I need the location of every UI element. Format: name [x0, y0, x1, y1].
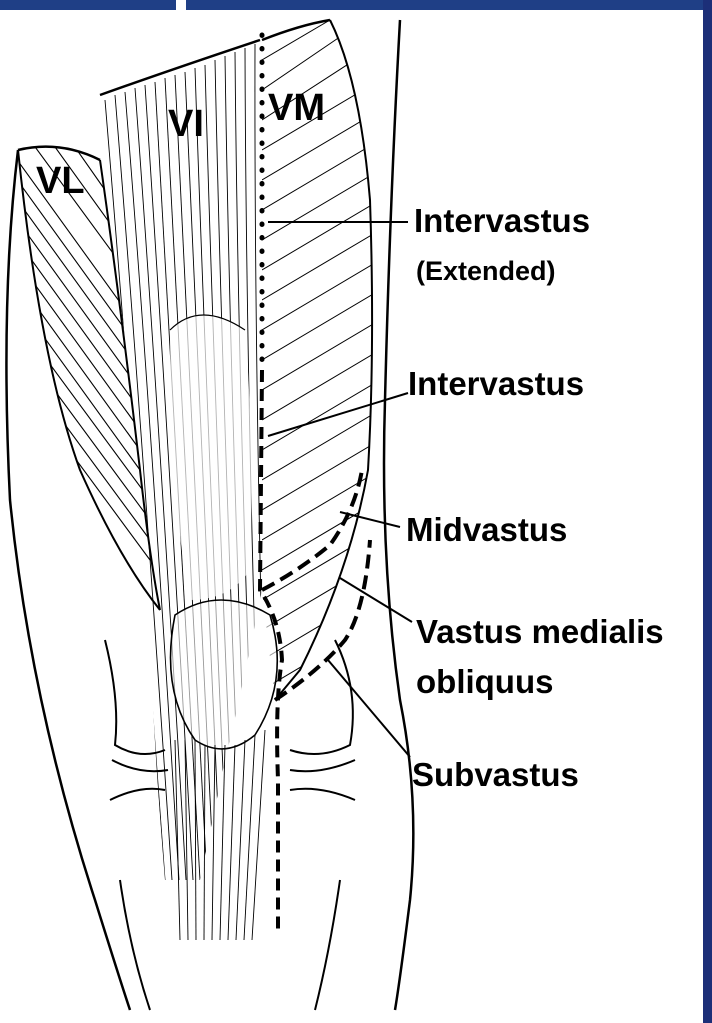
top-bar-right: [186, 0, 712, 10]
vastus-lateralis-fibres: [10, 140, 150, 560]
patella: [171, 600, 278, 749]
midvastus-incision: [262, 470, 362, 590]
label-vl: VL: [36, 160, 85, 202]
top-bar-left: [0, 0, 176, 10]
label-vm: VM: [268, 87, 325, 129]
label-intervastus-extended-line1: Intervastus: [414, 202, 590, 239]
right-edge-bar: [703, 0, 712, 1023]
label-vmo-line2: obliquus: [416, 663, 553, 700]
label-vi: VI: [168, 103, 204, 145]
patellar-tendon-fibres: [175, 730, 265, 940]
vastus-lateralis-edge: [100, 160, 160, 610]
label-subvastus: Subvastus: [412, 756, 579, 793]
leader-lines: [268, 222, 412, 757]
label-vmo-line1: Vastus medialis: [416, 613, 664, 650]
label-midvastus: Midvastus: [406, 511, 567, 548]
label-intervastus: Intervastus: [408, 365, 584, 402]
label-intervastus-extended-line2: (Extended): [416, 256, 556, 286]
